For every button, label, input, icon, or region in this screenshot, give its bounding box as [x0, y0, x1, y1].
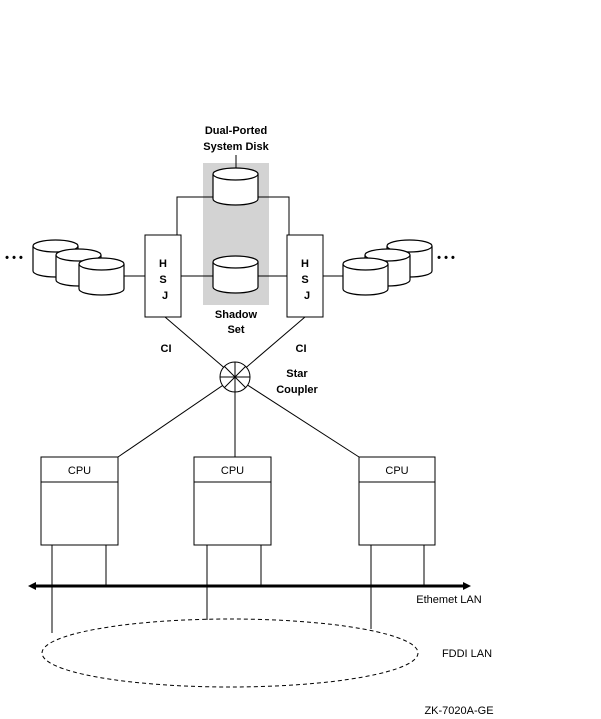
cpu-node-1: CPU — [40, 456, 119, 546]
star-coupler-icon — [219, 361, 251, 393]
right-ellipsis: • • • — [437, 252, 455, 264]
ethernet-bus — [28, 582, 471, 590]
link-star-to-cpu-3 — [234, 376, 360, 458]
hsj-controller-left: H S J — [144, 234, 182, 318]
fddi-lan-label: FDDI LAN — [442, 648, 492, 660]
system-disk-icon — [212, 167, 259, 206]
system-disk-label-line2: System Disk — [203, 141, 269, 153]
star-coupler-label-line1: Star — [286, 368, 308, 380]
cpu-label: CPU — [221, 465, 244, 477]
arrow-left-icon — [28, 582, 36, 590]
arrow-right-icon — [463, 582, 471, 590]
system-disk-label-line1: Dual-Ported — [205, 125, 267, 137]
svg-text:S: S — [159, 274, 166, 286]
cpu-node-2: CPU — [193, 456, 272, 546]
cpu-label: CPU — [68, 465, 91, 477]
svg-text:H: H — [301, 258, 309, 270]
svg-text:S: S — [301, 274, 308, 286]
link-star-to-cpu-1 — [117, 376, 236, 458]
shadow-disk-icon — [212, 255, 259, 294]
cpu-label: CPU — [385, 465, 408, 477]
ci-label-right: CI — [296, 343, 307, 355]
svg-text:H: H — [159, 258, 167, 270]
shadow-set-label-line2: Set — [227, 324, 244, 336]
wire-disk-to-hsj-right — [258, 196, 290, 235]
disk-icon — [78, 257, 125, 296]
cpu-node-3: CPU — [358, 456, 436, 546]
figure-id: ZK-7020A-GE — [424, 705, 493, 717]
hsj-controller-right: H S J — [286, 234, 324, 318]
wire-disk-to-hsj-left — [176, 196, 213, 235]
svg-text:J: J — [162, 290, 168, 302]
svg-text:J: J — [304, 290, 310, 302]
left-ellipsis: • • • — [5, 252, 23, 264]
ci-label-left: CI — [161, 343, 172, 355]
star-coupler-label-line2: Coupler — [276, 384, 318, 396]
shadow-set-label-line1: Shadow — [215, 309, 258, 321]
fddi-ring — [41, 618, 419, 688]
ethernet-lan-label: Ethemet LAN — [416, 594, 481, 606]
disk-icon — [342, 257, 389, 296]
